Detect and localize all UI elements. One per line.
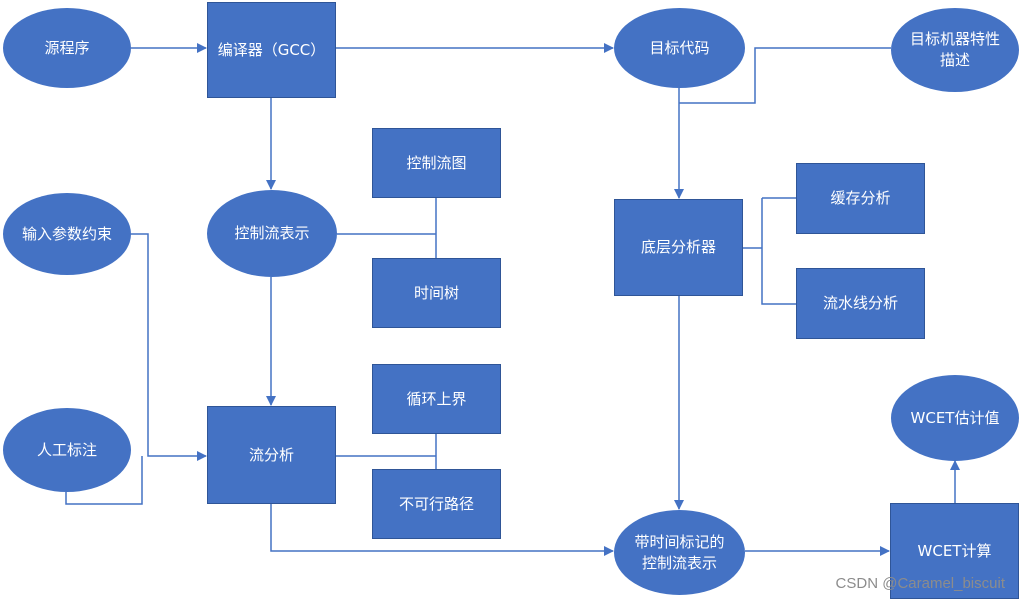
node-source: 源程序 (3, 8, 131, 88)
node-flow-analysis: 流分析 (207, 406, 336, 504)
node-compiler: 编译器（GCC） (207, 2, 336, 98)
node-cache-analysis: 缓存分析 (796, 163, 925, 234)
node-input-constraints: 输入参数约束 (3, 193, 131, 275)
watermark: CSDN @Caramel_biscuit (835, 575, 1005, 592)
edge-manual-flow (65, 456, 143, 505)
node-target-code: 目标代码 (614, 8, 745, 88)
node-time-tree: 时间树 (372, 258, 501, 328)
edge-input-flow (131, 233, 207, 461)
node-low-analyzer: 底层分析器 (614, 199, 743, 296)
node-manual-annotation: 人工标注 (3, 408, 131, 492)
node-machine-desc: 目标机器特性描述 (891, 8, 1019, 92)
node-wcet-calc: WCET计算 (890, 503, 1019, 599)
node-timed-cf-repr: 带时间标记的控制流表示 (614, 510, 745, 595)
edge-flow-timed (270, 504, 614, 556)
edge-bracket-cache-pipeline (761, 197, 796, 305)
node-pipeline-analysis: 流水线分析 (796, 268, 925, 339)
node-cfg: 控制流图 (372, 128, 501, 198)
node-infeasible-path: 不可行路径 (372, 469, 501, 539)
node-loop-bound: 循环上界 (372, 364, 501, 434)
node-cf-repr: 控制流表示 (207, 190, 337, 277)
edge-machine-join (679, 47, 891, 104)
node-wcet-estimate: WCET估计值 (891, 375, 1019, 461)
